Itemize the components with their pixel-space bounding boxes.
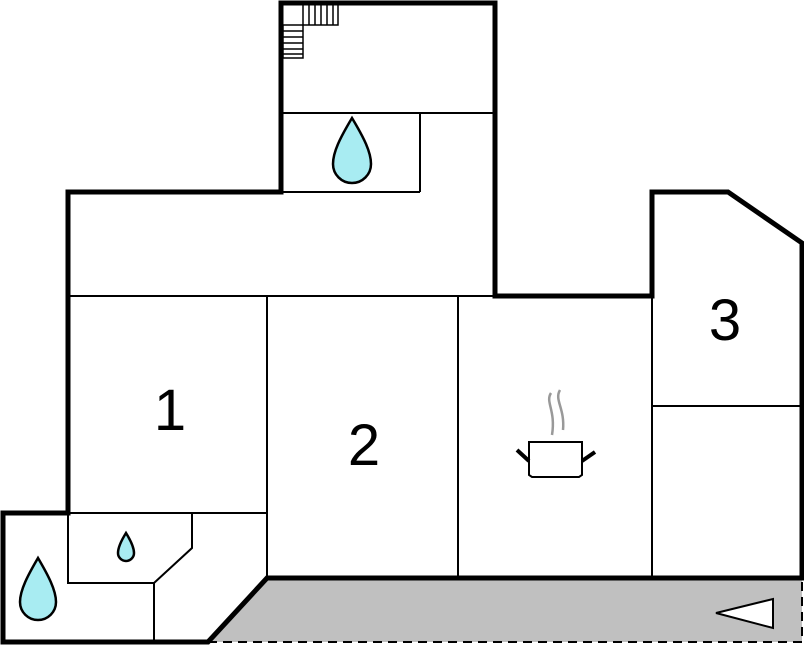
stairs-icon [282, 3, 339, 59]
room-label-3: 3 [709, 288, 741, 353]
room-label-1: 1 [154, 378, 186, 443]
entrance-arrow-icon [715, 597, 774, 630]
bathroom-drop-icon [116, 530, 136, 563]
bathroom-drop-icon [331, 115, 373, 185]
interior-walls [67, 112, 802, 642]
terrace [208, 578, 802, 642]
bathroom-drop-icon [18, 555, 58, 622]
terrace-dashed-edge [208, 578, 803, 643]
kitchen-pot-icon [515, 389, 597, 478]
room-label-2: 2 [348, 413, 380, 478]
